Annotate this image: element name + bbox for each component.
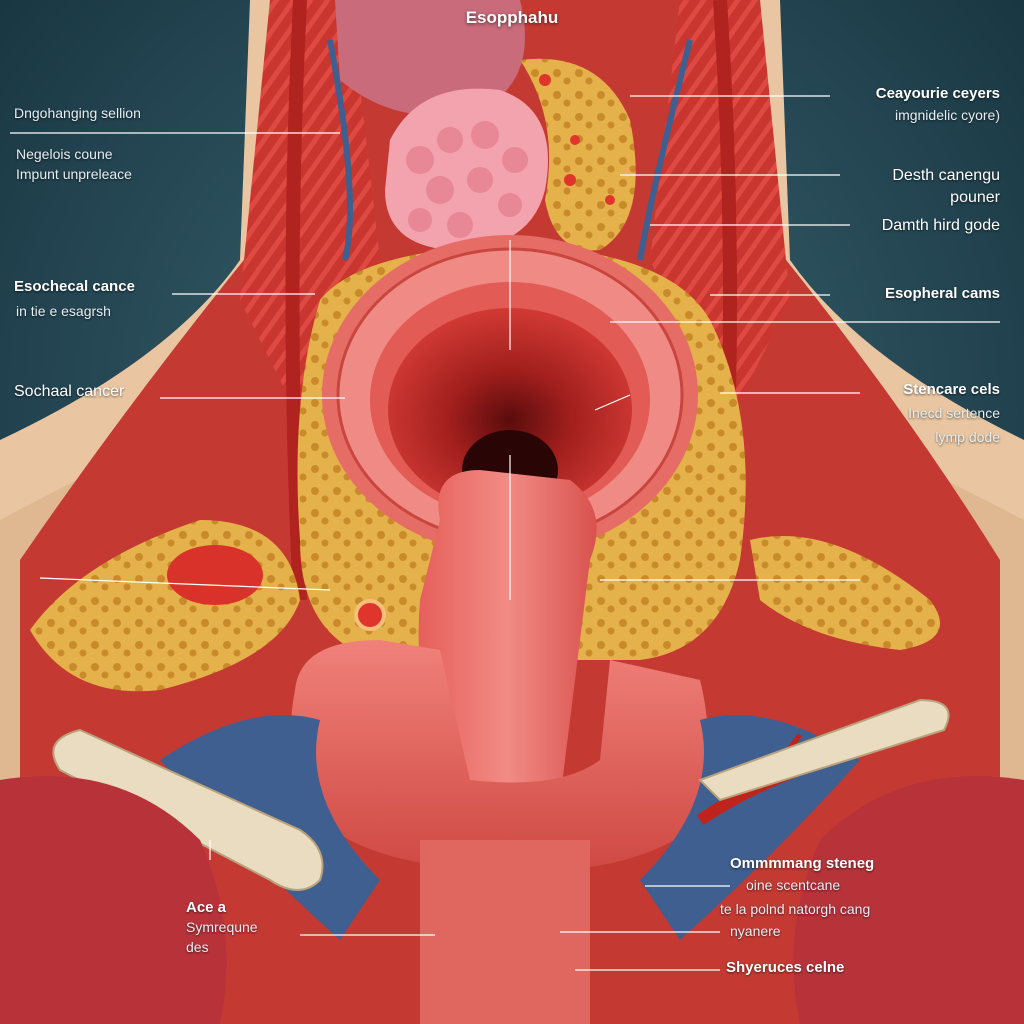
label-right-5c: lymp dode (935, 429, 1000, 445)
thyroid-nodules (406, 121, 528, 238)
label-left-4: Sochaal cancer (14, 383, 125, 400)
label-left-5c: des (186, 939, 209, 955)
upper-gland (335, 0, 525, 116)
tumor-spots-upper (539, 74, 615, 205)
label-right-6d: nyanere (730, 923, 781, 939)
left-clavicle (52, 728, 324, 891)
right-clavicle (698, 698, 950, 802)
label-right-7: Shyeruces celne (726, 959, 845, 976)
diagram-title: Esopphahu (465, 8, 559, 27)
esophagus-lumen (388, 308, 632, 512)
label-right-2a: Desth canengu (892, 167, 1000, 184)
label-left-5a: Ace a (186, 899, 227, 916)
label-right-5b: Inecd sertence (908, 405, 1000, 421)
node-spot (354, 599, 386, 631)
label-right-6a: Ommmmang steneg (730, 855, 875, 872)
right-lung (793, 776, 1024, 1024)
esophagus-loop (291, 640, 708, 872)
hanging-tissue (418, 470, 597, 815)
label-left-3a: Esochecal cance (14, 278, 135, 295)
label-right-1a: Ceayourie ceyers (875, 85, 1000, 102)
label-right-3: Damth hird gode (881, 217, 1000, 234)
label-right-1b: imgnidelic cyore) (894, 107, 1000, 123)
left-carotid-artery (285, 0, 307, 601)
label-right-6c: te la polnd natorgh cang (720, 901, 871, 917)
lower-esophagus-tube (420, 840, 590, 1024)
label-left-2a: Negelois coune (16, 146, 113, 162)
left-lung (0, 776, 227, 1024)
label-left-5b: Symrequne (186, 919, 258, 935)
label-left-1: Dngohanging sellion (14, 105, 141, 121)
left-jugular-vein (327, 39, 353, 261)
right-tumor-region (750, 536, 940, 650)
label-right-5a: Stencare cels (903, 381, 1000, 398)
label-left-3b: in tie e esagrsh (16, 303, 111, 319)
label-right-4: Esopheral cams (884, 285, 1000, 302)
label-right-6b: oine scentcane (746, 877, 841, 893)
label-left-2b: Impunt unpreleace (16, 166, 132, 182)
leader-lines (10, 95, 1000, 971)
label-right-2b: pouner (950, 189, 1000, 206)
left-tumor (167, 545, 263, 605)
